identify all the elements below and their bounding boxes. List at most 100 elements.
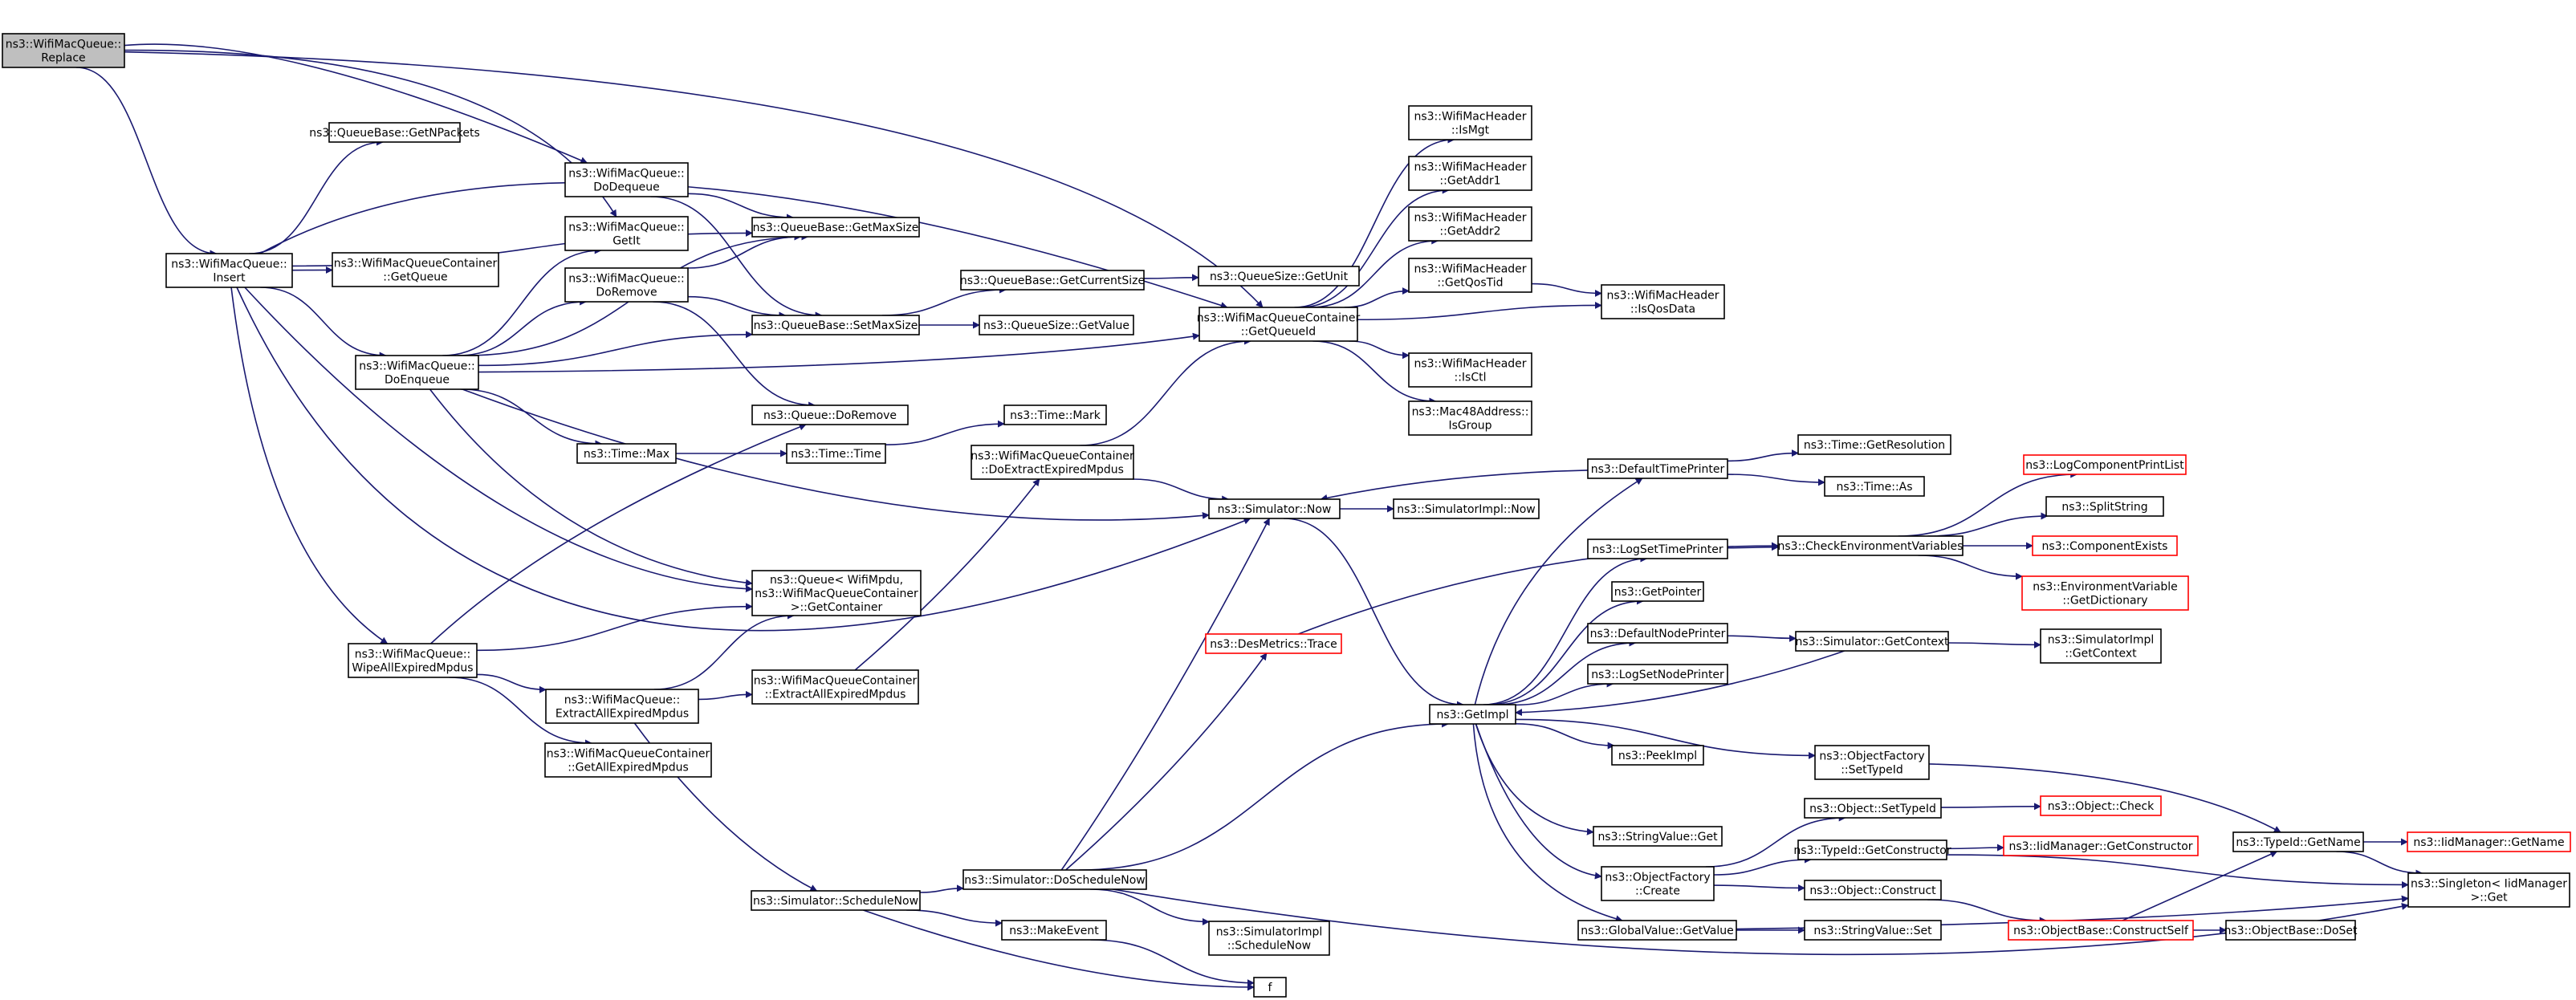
node-box[interactable]	[751, 890, 921, 911]
function-node-globalvalue-getvalue[interactable]: ns3::GlobalValue::GetValue	[1577, 920, 1737, 941]
node-box[interactable]	[332, 252, 499, 287]
function-node-wmq-wipe[interactable]: ns3::WifiMacQueue::WipeAllExpiredMpdus	[348, 643, 478, 678]
function-node-wmq-doenqueue[interactable]: ns3::WifiMacQueue::DoEnqueue	[355, 355, 479, 390]
node-box[interactable]	[328, 122, 461, 143]
node-box[interactable]	[2407, 831, 2571, 852]
node-box[interactable]	[1777, 535, 1964, 556]
node-box[interactable]	[1824, 476, 1925, 497]
function-node-f[interactable]: f	[1253, 977, 1287, 998]
node-box[interactable]	[1601, 284, 1725, 319]
function-node-replace[interactable]: ns3::WifiMacQueue::Replace	[2, 33, 125, 68]
node-box[interactable]	[1795, 631, 1949, 652]
function-node-componentexists[interactable]: ns3::ComponentExists	[2032, 535, 2178, 556]
node-box[interactable]	[2023, 454, 2187, 475]
function-node-envvar-getdict[interactable]: ns3::EnvironmentVariable::GetDictionary	[2021, 575, 2189, 611]
function-node-qb-getcurrentsize[interactable]: ns3::QueueBase::GetCurrentSize	[960, 270, 1145, 291]
node-box[interactable]	[2008, 920, 2194, 941]
node-box[interactable]	[1208, 498, 1341, 519]
function-node-logsetnodeprinter[interactable]: ns3::LogSetNodePrinter	[1587, 664, 1728, 685]
node-box[interactable]	[544, 742, 712, 778]
function-node-time-getresolution[interactable]: ns3::Time::GetResolution	[1797, 434, 1951, 455]
node-box[interactable]	[1601, 866, 1715, 901]
function-node-qs-getvalue[interactable]: ns3::QueueSize::GetValue	[979, 315, 1134, 335]
function-node-iidmgr-getconstructor[interactable]: ns3::IidManager::GetConstructor	[2003, 835, 2199, 856]
node-box[interactable]	[751, 315, 920, 335]
node-box[interactable]	[1408, 156, 1532, 191]
node-box[interactable]	[1611, 581, 1704, 602]
node-box[interactable]	[751, 217, 920, 238]
function-node-time-as[interactable]: ns3::Time::As	[1824, 476, 1925, 497]
node-box[interactable]	[1408, 400, 1532, 436]
node-box[interactable]	[1593, 826, 1723, 847]
node-box[interactable]	[1408, 352, 1532, 388]
node-box[interactable]	[1587, 458, 1728, 479]
function-node-qb-setmaxsize[interactable]: ns3::QueueBase::SetMaxSize	[751, 315, 920, 335]
function-node-wmh-getaddr1[interactable]: ns3::WifiMacHeader::GetAddr1	[1408, 156, 1532, 191]
function-node-desmetrics-trace[interactable]: ns3::DesMetrics::Trace	[1205, 633, 1342, 654]
node-box[interactable]	[2045, 496, 2164, 517]
function-node-qs-getunit[interactable]: ns3::QueueSize::GetUnit	[1198, 266, 1360, 287]
node-box[interactable]	[2225, 920, 2356, 941]
node-box[interactable]	[1587, 664, 1728, 685]
node-box[interactable]	[751, 404, 909, 425]
function-node-defaultnodeprinter[interactable]: ns3::DefaultNodePrinter	[1587, 623, 1728, 644]
function-node-simimpl-schedulenow[interactable]: ns3::SimulatorImpl::ScheduleNow	[1208, 921, 1330, 956]
function-node-makeevent[interactable]: ns3::MakeEvent	[1001, 920, 1107, 941]
node-box[interactable]	[2232, 831, 2364, 852]
function-node-object-check[interactable]: ns3::Object::Check	[2040, 795, 2162, 816]
function-node-mac48-isgroup[interactable]: ns3::Mac48Address::IsGroup	[1408, 400, 1532, 436]
node-box[interactable]	[1611, 745, 1704, 766]
function-node-objbase-constructself[interactable]: ns3::ObjectBase::ConstructSelf	[2008, 920, 2194, 941]
node-box[interactable]	[1814, 745, 1930, 780]
function-node-defaulttimeprinter[interactable]: ns3::DefaultTimePrinter	[1587, 458, 1728, 479]
function-node-qb-getmaxsize[interactable]: ns3::QueueBase::GetMaxSize	[751, 217, 920, 238]
function-node-insert[interactable]: ns3::WifiMacQueue::Insert	[165, 253, 293, 288]
node-box[interactable]	[2021, 575, 2189, 611]
function-node-q-doremove[interactable]: ns3::Queue::DoRemove	[751, 404, 909, 425]
node-box[interactable]	[355, 355, 479, 390]
node-box[interactable]	[1408, 258, 1532, 293]
node-box[interactable]	[962, 869, 1147, 890]
function-node-getpointer[interactable]: ns3::GetPointer	[1611, 581, 1704, 602]
node-box[interactable]	[576, 443, 677, 464]
function-node-wmq-extractall[interactable]: ns3::WifiMacQueue::ExtractAllExpiredMpdu…	[545, 689, 699, 724]
function-node-objbase-doset[interactable]: ns3::ObjectBase::DoSet	[2224, 920, 2358, 941]
function-node-stringvalue-set[interactable]: ns3::StringValue::Set	[1804, 920, 1942, 941]
node-box[interactable]	[2040, 628, 2162, 664]
function-node-object-settypeid[interactable]: ns3::Object::SetTypeId	[1804, 798, 1942, 819]
function-node-sim-getcontext[interactable]: ns3::Simulator::GetContext	[1795, 631, 1949, 652]
node-box[interactable]	[960, 270, 1145, 291]
function-node-logsettimeprinter[interactable]: ns3::LogSetTimePrinter	[1587, 539, 1728, 559]
node-box[interactable]	[1797, 434, 1951, 455]
node-box[interactable]	[2040, 795, 2162, 816]
node-box[interactable]	[1408, 206, 1532, 242]
node-box[interactable]	[1408, 105, 1532, 140]
function-node-wmqc-getqueueid[interactable]: ns3::WifiMacQueueContainer::GetQueueId	[1197, 307, 1361, 342]
function-node-wmqc-doextract[interactable]: ns3::WifiMacQueueContainer::DoExtractExp…	[971, 445, 1134, 480]
node-box[interactable]	[1205, 633, 1342, 654]
function-node-q-getcontainer[interactable]: ns3::Queue< WifiMpdu,ns3::WifiMacQueueCo…	[751, 570, 922, 616]
node-box[interactable]	[1797, 839, 1947, 860]
node-box[interactable]	[1198, 266, 1360, 287]
function-node-sim-doschedulenow[interactable]: ns3::Simulator::DoScheduleNow	[962, 869, 1147, 890]
function-node-peekimpl[interactable]: ns3::PeekImpl	[1611, 745, 1704, 766]
node-box[interactable]	[2032, 535, 2178, 556]
node-box[interactable]	[1804, 798, 1942, 819]
node-box[interactable]	[1198, 307, 1358, 342]
node-box[interactable]	[1001, 920, 1107, 941]
function-node-sim-now[interactable]: ns3::Simulator::Now	[1208, 498, 1341, 519]
function-node-typeid-getname[interactable]: ns3::TypeId::GetName	[2232, 831, 2364, 852]
node-box[interactable]	[751, 669, 919, 705]
function-node-getimpl[interactable]: ns3::GetImpl	[1429, 704, 1516, 725]
node-box[interactable]	[165, 253, 293, 288]
node-box[interactable]	[971, 445, 1134, 480]
function-node-objfactory-create[interactable]: ns3::ObjectFactory::Create	[1601, 866, 1715, 901]
function-node-time-time[interactable]: ns3::Time::Time	[786, 443, 886, 464]
function-node-wmqc-extractall[interactable]: ns3::WifiMacQueueContainer::ExtractAllEx…	[751, 669, 919, 705]
function-node-object-construct[interactable]: ns3::Object::Construct	[1804, 880, 1942, 900]
node-box[interactable]	[564, 162, 689, 197]
node-box[interactable]	[1804, 880, 1942, 900]
function-node-wmq-dodequeue[interactable]: ns3::WifiMacQueue::DoDequeue	[564, 162, 689, 197]
function-node-simimpl-now[interactable]: ns3::SimulatorImpl::Now	[1393, 498, 1540, 519]
function-node-time-mark[interactable]: ns3::Time::Mark	[1003, 404, 1107, 425]
